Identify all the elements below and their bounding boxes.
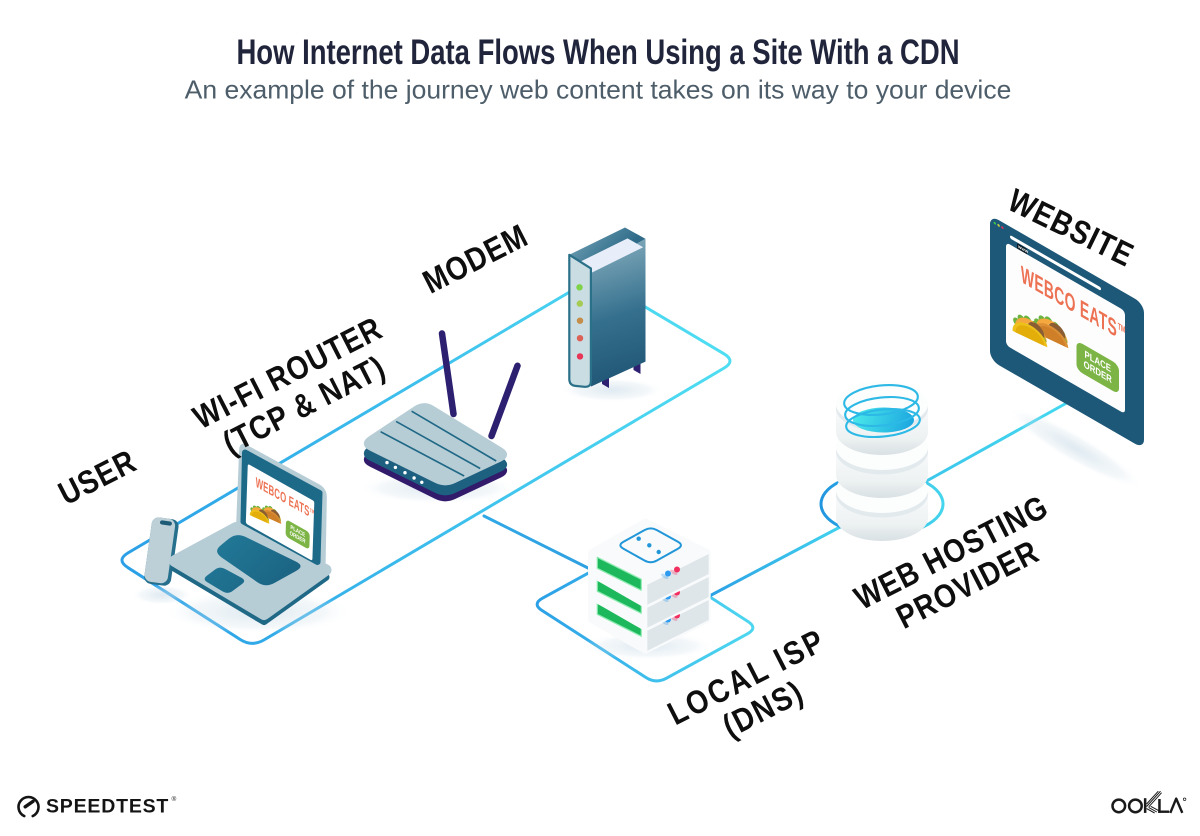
svg-text:SPEEDTEST: SPEEDTEST bbox=[46, 796, 169, 818]
svg-text:MODEM: MODEM bbox=[417, 217, 534, 301]
svg-text:®: ® bbox=[172, 795, 177, 803]
svg-text:An example of the journey web: An example of the journey web content ta… bbox=[185, 75, 1012, 105]
svg-text:USER: USER bbox=[53, 443, 143, 513]
svg-text:How Internet Data Flows When U: How Internet Data Flows When Using a Sit… bbox=[236, 33, 959, 72]
svg-text:WWW: WWW bbox=[1018, 244, 1028, 255]
